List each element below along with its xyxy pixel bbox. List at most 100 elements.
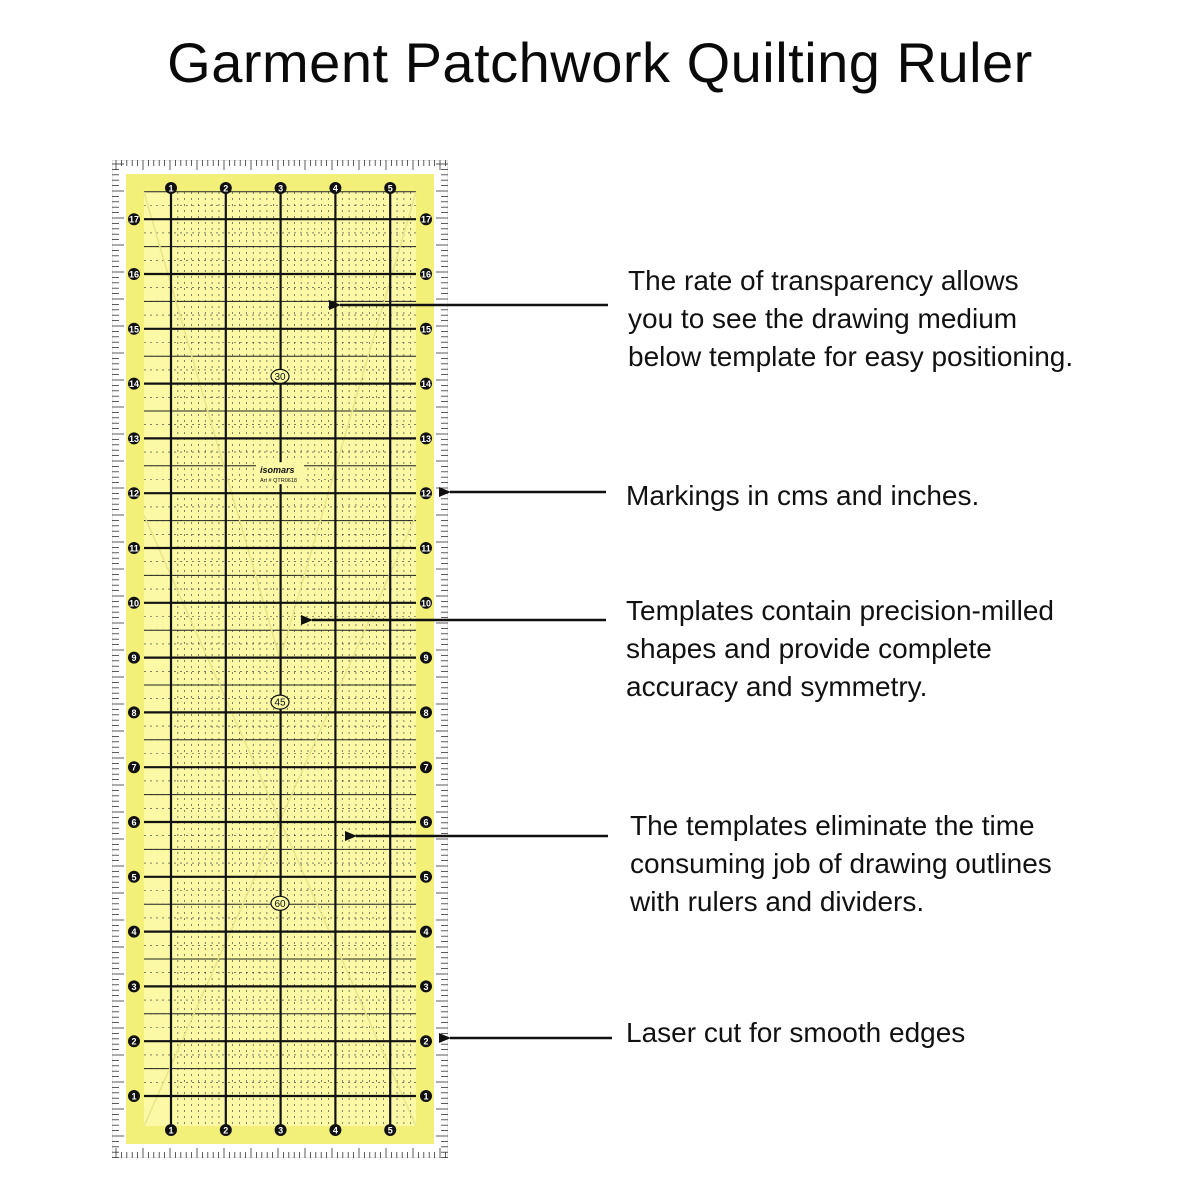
annotation-line: accuracy and symmetry. — [626, 671, 928, 702]
inch-number-label: 7 — [131, 763, 136, 773]
angle-guide-line — [279, 191, 417, 660]
inch-number-label: 13 — [129, 434, 139, 444]
inch-number-label: 7 — [423, 763, 428, 773]
inch-number-badge — [420, 980, 432, 993]
inch-number-badge — [128, 651, 140, 664]
angle-marker — [270, 694, 290, 710]
annotation-line: The rate of transparency allows — [628, 265, 1019, 296]
inch-number-badge — [384, 182, 397, 194]
annotation-line: The templates eliminate the time — [630, 810, 1035, 841]
inch-number-label: 16 — [129, 270, 139, 280]
inch-number-badge — [420, 925, 432, 938]
angle-marker — [270, 895, 290, 911]
inch-number-label: 13 — [421, 434, 431, 444]
annotation-templates: Templates contain precision-milled shape… — [626, 592, 1054, 706]
inch-number-label: 5 — [388, 1126, 393, 1136]
inch-number-label: 8 — [423, 708, 428, 718]
inch-number-badge — [420, 596, 432, 609]
inch-number-label: 9 — [423, 653, 428, 663]
inch-number-label: 12 — [129, 489, 139, 499]
inch-number-badge — [420, 432, 432, 445]
page-title: Garment Patchwork Quilting Ruler — [167, 31, 1033, 94]
inch-number-badge — [420, 487, 432, 500]
inch-number-badge — [165, 182, 177, 194]
inch-number-badge — [420, 1090, 432, 1102]
inch-number-badge — [128, 1090, 140, 1102]
inch-number-label: 4 — [333, 1126, 338, 1136]
annotation-laser-cut: Laser cut for smooth edges — [626, 1014, 965, 1052]
inch-number-label: 1 — [168, 1126, 173, 1136]
art-number: Art # QTR0618 — [260, 478, 297, 484]
inch-number-label: 5 — [131, 872, 136, 882]
inch-number-badge — [128, 268, 140, 280]
annotation-line: consuming job of drawing outlines — [630, 848, 1052, 879]
annotation-line: you to see the drawing medium — [628, 303, 1018, 334]
annotation-eliminate: The templates eliminate the time consumi… — [630, 807, 1052, 921]
inch-number-badge — [329, 182, 342, 194]
inch-number-badge — [128, 596, 140, 609]
inch-number-label: 11 — [421, 544, 431, 554]
inch-number-label: 1 — [131, 1092, 136, 1102]
inch-number-label: 4 — [423, 927, 428, 937]
inch-number-badge — [128, 925, 140, 938]
inch-number-label: 5 — [388, 184, 393, 194]
inch-number-badge — [274, 182, 287, 194]
inch-number-label: 17 — [129, 215, 139, 225]
inch-number-badge — [128, 870, 140, 883]
inch-number-badge — [128, 542, 140, 554]
inch-number-label: 3 — [278, 184, 283, 194]
annotation-line: Templates contain precision-milled — [626, 595, 1054, 626]
annotation-markings: Markings in cms and inches. — [626, 477, 979, 515]
inch-number-label: 2 — [131, 1037, 136, 1047]
inch-number-badge — [128, 706, 140, 719]
inch-number-badge — [128, 213, 140, 226]
inch-number-badge — [128, 377, 140, 390]
inch-number-label: 14 — [421, 379, 431, 389]
inch-number-badge — [420, 651, 432, 664]
inch-number-label: 12 — [421, 489, 431, 499]
inch-number-label: 14 — [129, 379, 139, 389]
inch-number-badge — [128, 816, 140, 828]
inch-number-badge — [384, 1124, 397, 1136]
inch-number-label: 2 — [223, 184, 228, 194]
inch-number-badge — [420, 816, 432, 828]
inch-number-label: 4 — [333, 184, 338, 194]
inch-number-badge — [420, 268, 432, 280]
inch-number-badge — [219, 1124, 232, 1136]
inch-number-label: 15 — [421, 324, 431, 334]
angle-marker — [270, 368, 290, 384]
inch-number-label: 3 — [278, 1126, 283, 1136]
inch-number-label: 2 — [423, 1037, 428, 1047]
annotation-line: Laser cut for smooth edges — [626, 1017, 966, 1048]
inch-number-badge — [329, 1124, 342, 1136]
inch-number-label: 5 — [423, 872, 428, 882]
inch-number-label: 1 — [423, 1092, 428, 1102]
annotation-line: below template for easy positioning. — [628, 341, 1074, 372]
inch-number-badge — [420, 706, 432, 719]
inch-number-label: 17 — [421, 215, 431, 225]
inch-number-label: 9 — [131, 653, 136, 663]
angle-guide-line — [143, 191, 281, 660]
angle-label: 45 — [274, 698, 286, 709]
inch-number-label: 4 — [131, 927, 136, 937]
inch-number-label: 2 — [223, 1126, 228, 1136]
annotation-line: Markings in cms and inches. — [626, 480, 980, 511]
inch-number-badge — [420, 377, 432, 390]
inch-number-badge — [128, 761, 140, 774]
inch-number-badge — [128, 322, 140, 335]
inch-number-label: 1 — [168, 184, 173, 194]
inch-number-badge — [420, 761, 432, 774]
brand-logo: isomars — [260, 465, 295, 475]
inch-number-label: 11 — [129, 544, 139, 554]
inch-number-label: 3 — [423, 982, 428, 992]
inch-number-badge — [420, 1035, 432, 1048]
annotation-line: shapes and provide complete — [626, 633, 992, 664]
inch-number-label: 6 — [131, 818, 136, 828]
inch-number-badge — [420, 542, 432, 554]
inch-number-label: 10 — [129, 598, 139, 608]
inch-number-badge — [420, 213, 432, 226]
brand-plate — [256, 462, 304, 485]
inch-number-badge — [420, 870, 432, 883]
angle-label: 30 — [274, 372, 286, 383]
